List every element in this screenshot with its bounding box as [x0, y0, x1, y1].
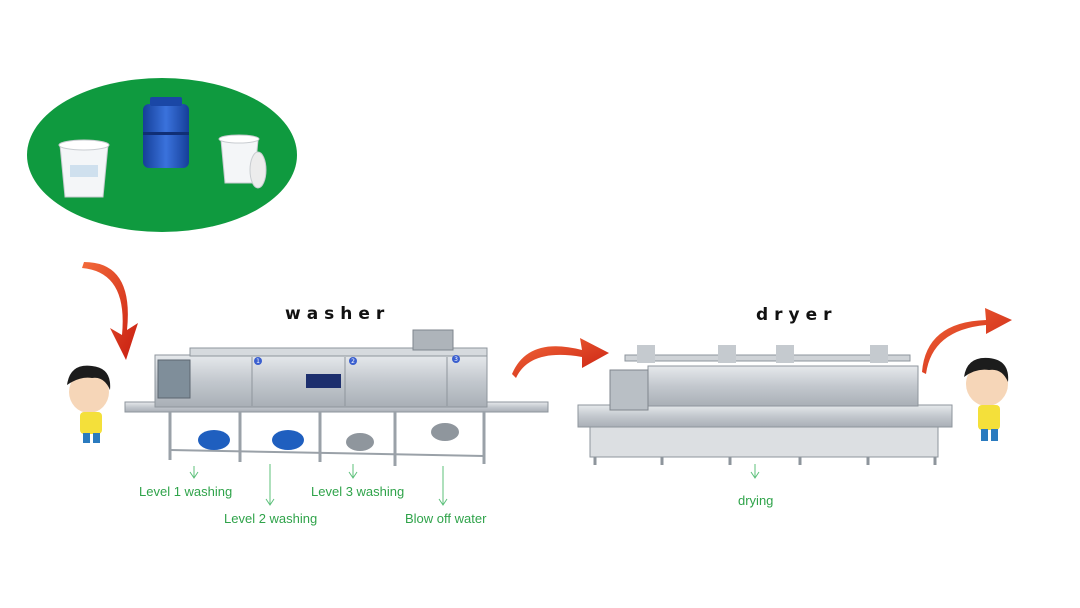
- product-ellipse: [27, 78, 297, 232]
- level1-label: Level 1 washing: [139, 484, 233, 499]
- down-arrow-icon: [265, 464, 275, 506]
- down-arrow-icon: [348, 464, 358, 479]
- bucket-with-lid-icon: [218, 134, 267, 189]
- boy-icon: [67, 365, 111, 443]
- curved-arrow-icon: [512, 338, 609, 378]
- curved-arrow-icon: [82, 262, 138, 360]
- drum-icon: [143, 97, 189, 168]
- dryer-title: dryer: [756, 305, 838, 325]
- blow-off-label: Blow off water: [405, 511, 487, 526]
- boy-icon: [964, 357, 1009, 441]
- down-arrow-icon: [750, 464, 760, 479]
- washer-machine: [124, 329, 549, 466]
- washer-panel-1: 1: [256, 358, 260, 365]
- drying-label: drying: [738, 493, 774, 508]
- down-arrow-icon: [189, 466, 199, 479]
- washer-panel-numbers: 1 2 3: [254, 355, 460, 365]
- washer-panel-2: 2: [351, 358, 355, 365]
- level2-label: Level 2 washing: [224, 511, 318, 526]
- washer-title: washer: [285, 304, 391, 324]
- washer-panel-3: 3: [454, 356, 458, 363]
- curved-arrow-icon: [922, 308, 1012, 374]
- dryer-machine: [577, 345, 953, 465]
- down-arrow-icon: [438, 466, 448, 506]
- level3-label: Level 3 washing: [311, 484, 405, 499]
- bucket-icon: [58, 139, 110, 198]
